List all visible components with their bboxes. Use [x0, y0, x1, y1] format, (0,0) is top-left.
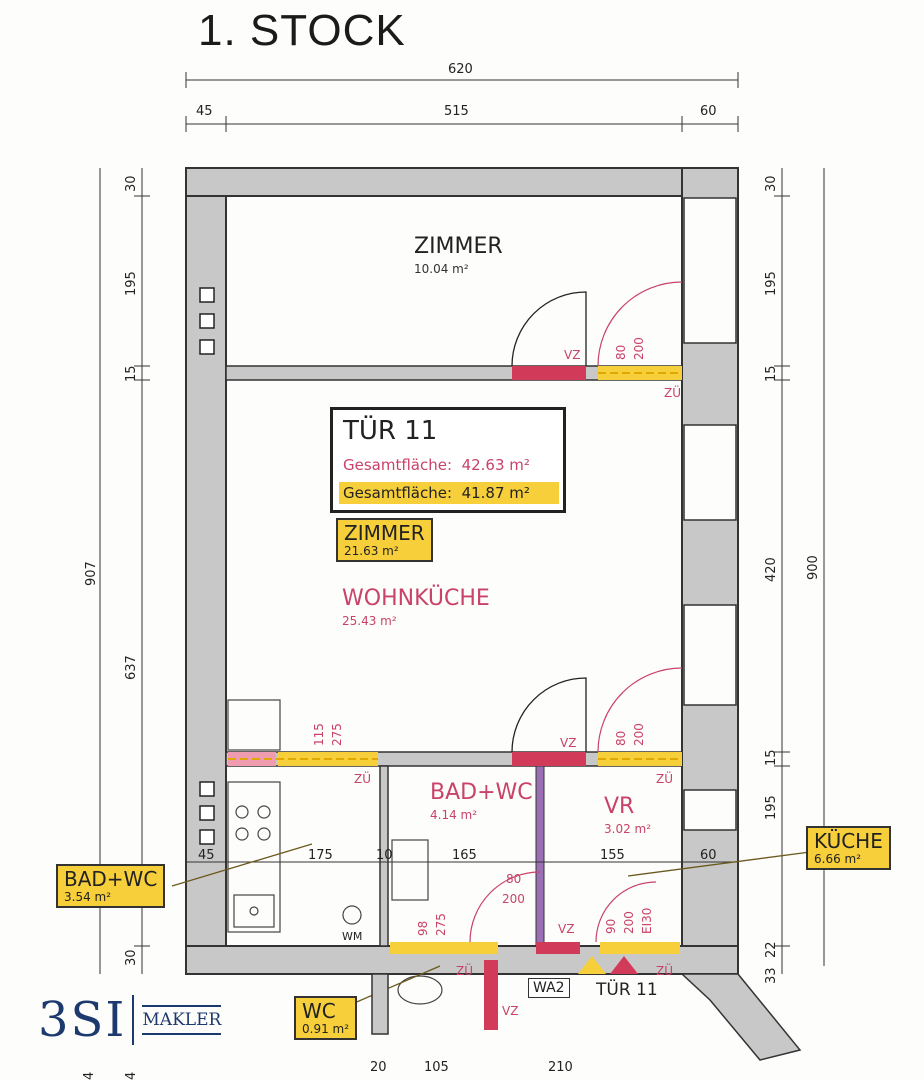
dim-right-900: 900 [806, 555, 821, 580]
dim-left-15: 15 [124, 365, 139, 382]
reveal-lines [228, 372, 682, 760]
total-area-pink-label: Gesamtfläche: [343, 456, 453, 474]
lower-walls [371, 973, 802, 1061]
tag-wc-name: WC [302, 999, 336, 1023]
tag-bad-wc: BAD+WC 3.54 m² [56, 864, 166, 908]
door-mark-80-2: 80 [614, 730, 628, 746]
door-mark-115: 115 [312, 723, 326, 746]
dim-left-30-top: 30 [124, 175, 139, 192]
room-vr-name: VR [604, 794, 635, 819]
dim-row-60: 60 [700, 848, 717, 863]
dim-right-195-bottom: 195 [764, 795, 779, 820]
unit-info-box: TÜR 11 Gesamtfläche: 42.63 m² Gesamtfläc… [330, 407, 566, 513]
dim-row-165: 165 [452, 848, 477, 863]
door-mark-vz-1: VZ [564, 348, 581, 362]
total-area-yellow: Gesamtfläche: 41.87 m² [339, 482, 559, 504]
tag-kueche: KÜCHE 6.66 m² [806, 826, 891, 870]
tag-wc: WC 0.91 m² [294, 996, 358, 1040]
dim-right-195-top: 195 [764, 271, 779, 296]
total-area-yellow-value: 41.87 m² [461, 484, 530, 502]
dim-left-637: 637 [124, 655, 139, 680]
door-swings-pink [469, 281, 683, 943]
dim-bottom-20: 20 [370, 1060, 387, 1075]
washing-machine-label: WM [342, 930, 363, 943]
door-mark-80-3: 80 [506, 872, 522, 886]
dim-row-175: 175 [308, 848, 333, 863]
dim-left-195: 195 [124, 271, 139, 296]
company-logo: 3SI MAKLER [38, 988, 222, 1052]
logo-separator [132, 995, 135, 1045]
tag-wc-area: 0.91 m² [302, 1022, 350, 1036]
logo-subtitle: MAKLER [142, 1005, 222, 1035]
door-mark-zue-5: ZÜ [656, 964, 674, 978]
door-mark-80-1: 80 [614, 344, 628, 360]
tag-kueche-area: 6.66 m² [814, 852, 862, 866]
door-mark-275-1: 275 [330, 723, 344, 746]
entrance-label: TÜR 11 [596, 980, 658, 1000]
unit-number: TÜR 11 [343, 416, 438, 446]
dim-left-30-bottom: 30 [124, 949, 139, 966]
room-bad-wc-inner-area: 4.14 m² [430, 808, 478, 822]
leader-lines [171, 843, 811, 1005]
dim-row-155: 155 [600, 848, 625, 863]
total-area-yellow-label: Gesamtfläche: [343, 484, 453, 502]
door-mark-90: 90 [604, 918, 618, 934]
room-wohnkueche-area: 25.43 m² [342, 614, 397, 628]
door-mark-200-4: 200 [622, 911, 636, 934]
room-zimmer-main-area: 21.63 m² [344, 544, 399, 558]
room-wohnkueche-name: WOHNKÜCHE [342, 586, 490, 611]
room-zimmer-top-area: 10.04 m² [414, 262, 469, 276]
window-niches [683, 197, 737, 831]
dim-bottom-4b: 4 [124, 1071, 139, 1080]
tag-bad-wc-area: 3.54 m² [64, 890, 112, 904]
dim-right-30: 30 [764, 175, 779, 192]
purple-partition [535, 765, 545, 947]
door-mark-275-2: 275 [434, 913, 448, 936]
dim-left-907: 907 [84, 561, 99, 586]
dim-right-15-mid: 15 [764, 749, 779, 766]
door-mark-200-2: 200 [632, 723, 646, 746]
dim-right-33: 33 [764, 967, 779, 984]
fixtures [227, 699, 443, 1005]
door-mark-zue-2: ZÜ [656, 772, 674, 786]
dim-top-total: 620 [448, 62, 473, 77]
room-vr-area: 3.02 m² [604, 822, 652, 836]
door-mark-vz-2: VZ [560, 736, 577, 750]
tag-bad-wc-name: BAD+WC [64, 867, 158, 891]
door-mark-vz-4: VZ [502, 1004, 519, 1018]
dim-top-right: 60 [700, 104, 717, 119]
room-zimmer-top-name: ZIMMER [414, 234, 503, 259]
logo-mark: 3SI [38, 992, 127, 1048]
dim-bottom-4a: 4 [82, 1071, 97, 1080]
wa2-label: WA2 [528, 978, 570, 998]
floor-title: 1. STOCK [198, 6, 406, 55]
room-bad-wc-inner-name: BAD+WC [430, 780, 533, 805]
door-mark-zue-1: ZÜ [664, 386, 682, 400]
total-area-pink-value: 42.63 m² [461, 456, 530, 474]
dim-right-22: 22 [764, 941, 779, 958]
dim-bottom-210: 210 [548, 1060, 573, 1075]
door-mark-200-3: 200 [502, 892, 525, 906]
dim-row-45: 45 [198, 848, 215, 863]
room-zimmer-main-tag: ZIMMER 21.63 m² [336, 518, 433, 562]
dim-right-420: 420 [764, 557, 779, 582]
entrance-markers [578, 956, 638, 974]
door-swings [511, 291, 587, 753]
tag-kueche-name: KÜCHE [814, 829, 883, 853]
door-mark-98: 98 [416, 920, 430, 936]
room-zimmer-main-name: ZIMMER [344, 521, 425, 545]
vent-symbols [199, 287, 215, 845]
dim-right-15-top: 15 [764, 365, 779, 382]
dim-top-mid: 515 [444, 104, 469, 119]
dim-bottom-105: 105 [424, 1060, 449, 1075]
door-mark-zue-4: ZÜ [456, 964, 474, 978]
dim-row-10: 10 [376, 848, 393, 863]
door-mark-vz-3: VZ [558, 922, 575, 936]
door-mark-zue-3: ZÜ [354, 772, 372, 786]
total-area-pink: Gesamtfläche: 42.63 m² [343, 456, 530, 474]
dim-top-left: 45 [196, 104, 213, 119]
door-mark-200-1: 200 [632, 337, 646, 360]
door-mark-ei30: EI30 [640, 907, 654, 934]
